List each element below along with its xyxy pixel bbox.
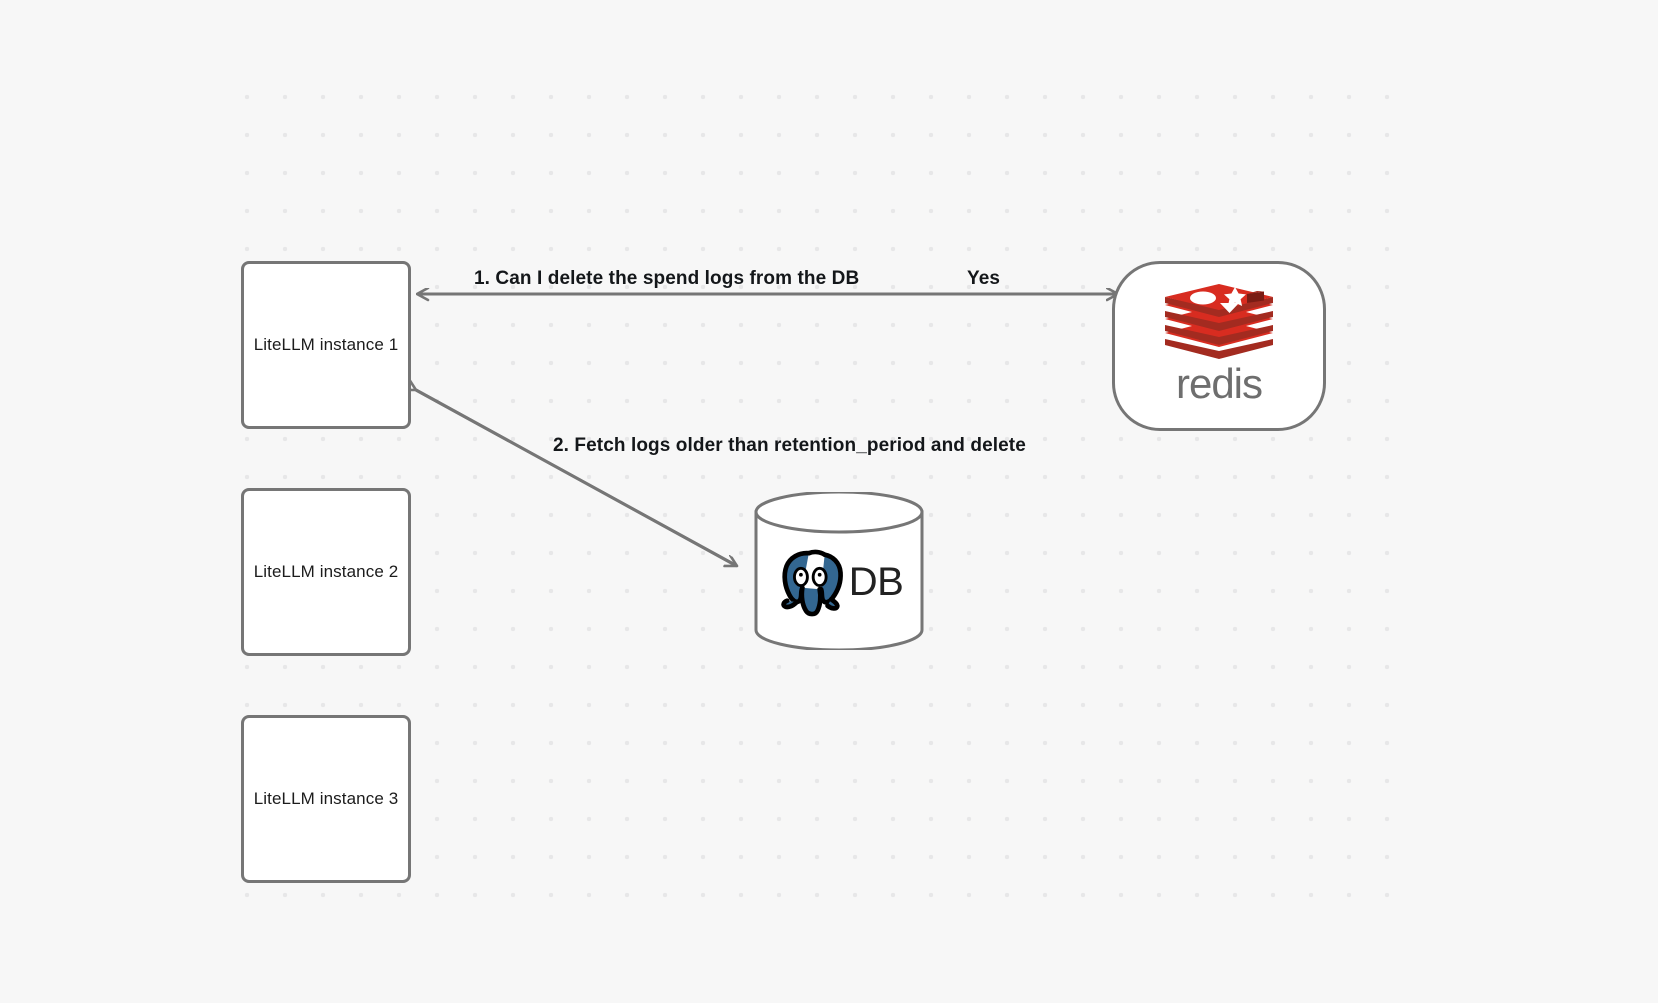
edge-litellm1-db [415,388,737,568]
node-litellm-instance-3[interactable]: LiteLLM instance 3 [241,715,411,883]
redis-logo-group: redis [1163,283,1275,405]
node-litellm-instance-2-label: LiteLLM instance 2 [253,562,399,581]
node-litellm-instance-1-label: LiteLLM instance 1 [253,335,399,354]
redis-logo-icon [1165,284,1273,359]
redis-wordmark: redis [1175,360,1263,407]
edge-label-step-1-reply: Yes [967,268,1001,289]
node-litellm-instance-2[interactable]: LiteLLM instance 2 [241,488,411,656]
node-database[interactable]: DB [753,492,925,650]
edge-label-step-2: 2. Fetch logs older than retention_perio… [553,435,1026,456]
database-label: DB [848,560,904,604]
postgresql-elephant-icon [780,549,843,617]
node-litellm-instance-3-label: LiteLLM instance 3 [253,789,399,808]
edge-label-step-1: 1. Can I delete the spend logs from the … [474,268,860,289]
node-litellm-instance-1[interactable]: LiteLLM instance 1 [241,261,411,429]
database-content: DB [753,492,925,650]
node-redis[interactable]: redis [1112,261,1326,431]
